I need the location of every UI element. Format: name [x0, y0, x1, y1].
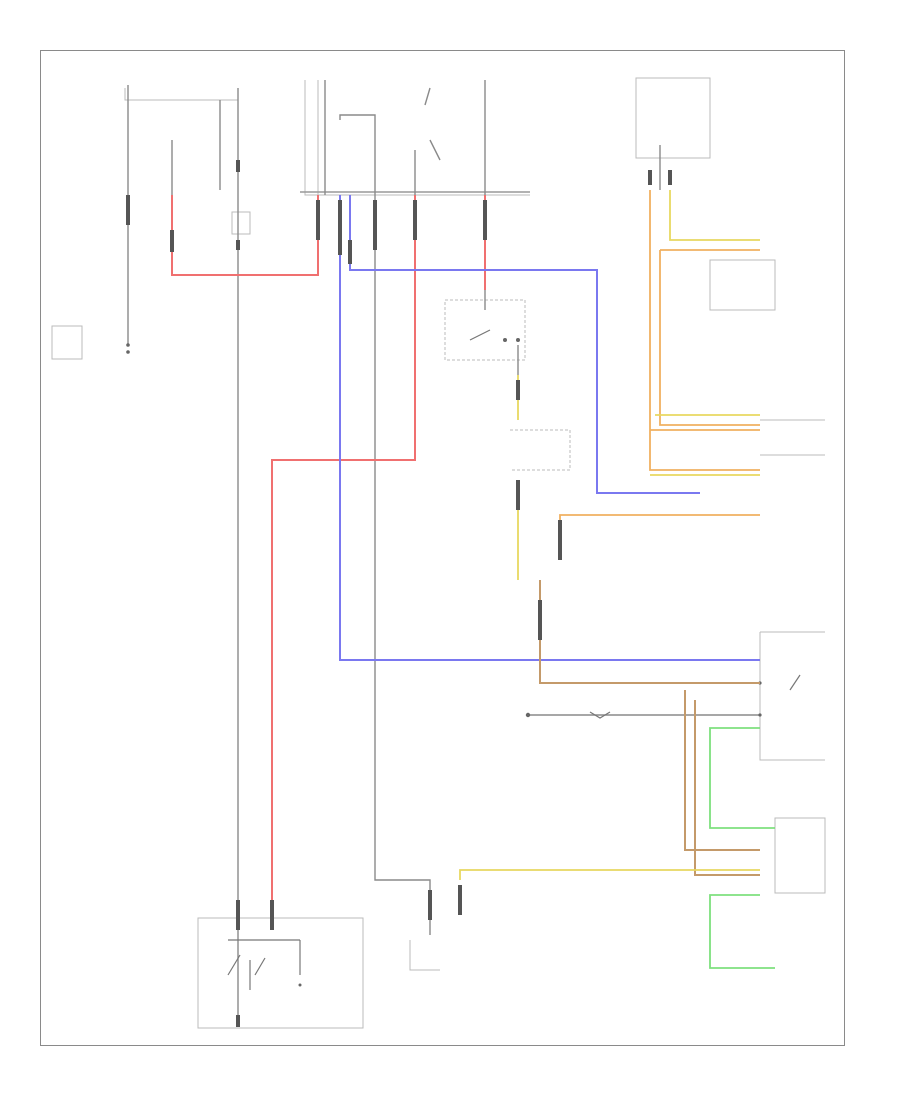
right-fuse-box — [635, 77, 711, 159]
gray-wires — [127, 80, 760, 1020]
body-module-outline — [409, 940, 440, 971]
ecm-ground-wire — [339, 114, 431, 935]
contacts — [126, 338, 762, 1022]
green-wires — [709, 727, 775, 969]
component-outlines — [51, 77, 826, 1029]
red-wire — [171, 195, 486, 930]
starter-switch-1 — [227, 954, 241, 976]
fuse-symbol — [589, 711, 611, 719]
relay-switch-1 — [469, 329, 491, 341]
red-wire-upper — [171, 195, 319, 276]
orange-wire-1 — [649, 190, 760, 471]
underhood-fuse-block-outline — [304, 80, 530, 196]
yellow-wire-4 — [459, 869, 760, 880]
relay2-dashed — [510, 429, 571, 471]
starter-switch-2 — [254, 957, 266, 976]
ecm-bracket-right — [760, 419, 825, 456]
switch-contact-1 — [424, 87, 441, 161]
switch-symbols — [227, 329, 801, 990]
electronic-battery-sensor-box — [51, 325, 83, 360]
starter-motor-box — [197, 917, 364, 1029]
relay-dashed — [444, 299, 526, 361]
orange-wire-4 — [559, 514, 760, 560]
ecm-connector-outline — [709, 259, 776, 311]
tan-wire-3 — [694, 700, 760, 876]
tcm-box — [774, 817, 826, 894]
tan-wire-1 — [539, 580, 760, 684]
tan-wire-2 — [684, 690, 760, 851]
fuse-box-top — [124, 88, 239, 101]
green-wire-1 — [709, 727, 775, 829]
orange-wire-3 — [659, 250, 760, 426]
yellow-wires — [459, 190, 760, 880]
horn-relay-box — [231, 211, 251, 235]
red-wire-main — [271, 195, 416, 930]
diagram-border — [40, 50, 845, 1046]
transmission-switch — [789, 674, 801, 691]
connector-marks — [126, 160, 672, 1027]
green-wire-2 — [709, 894, 775, 969]
orange-wires — [559, 190, 760, 560]
blue-wire-left — [339, 195, 760, 661]
blue-wire-right — [349, 195, 700, 494]
transmission-switch-box — [759, 631, 825, 761]
blue-wire — [339, 195, 760, 661]
yellow-wire-1 — [669, 190, 760, 241]
